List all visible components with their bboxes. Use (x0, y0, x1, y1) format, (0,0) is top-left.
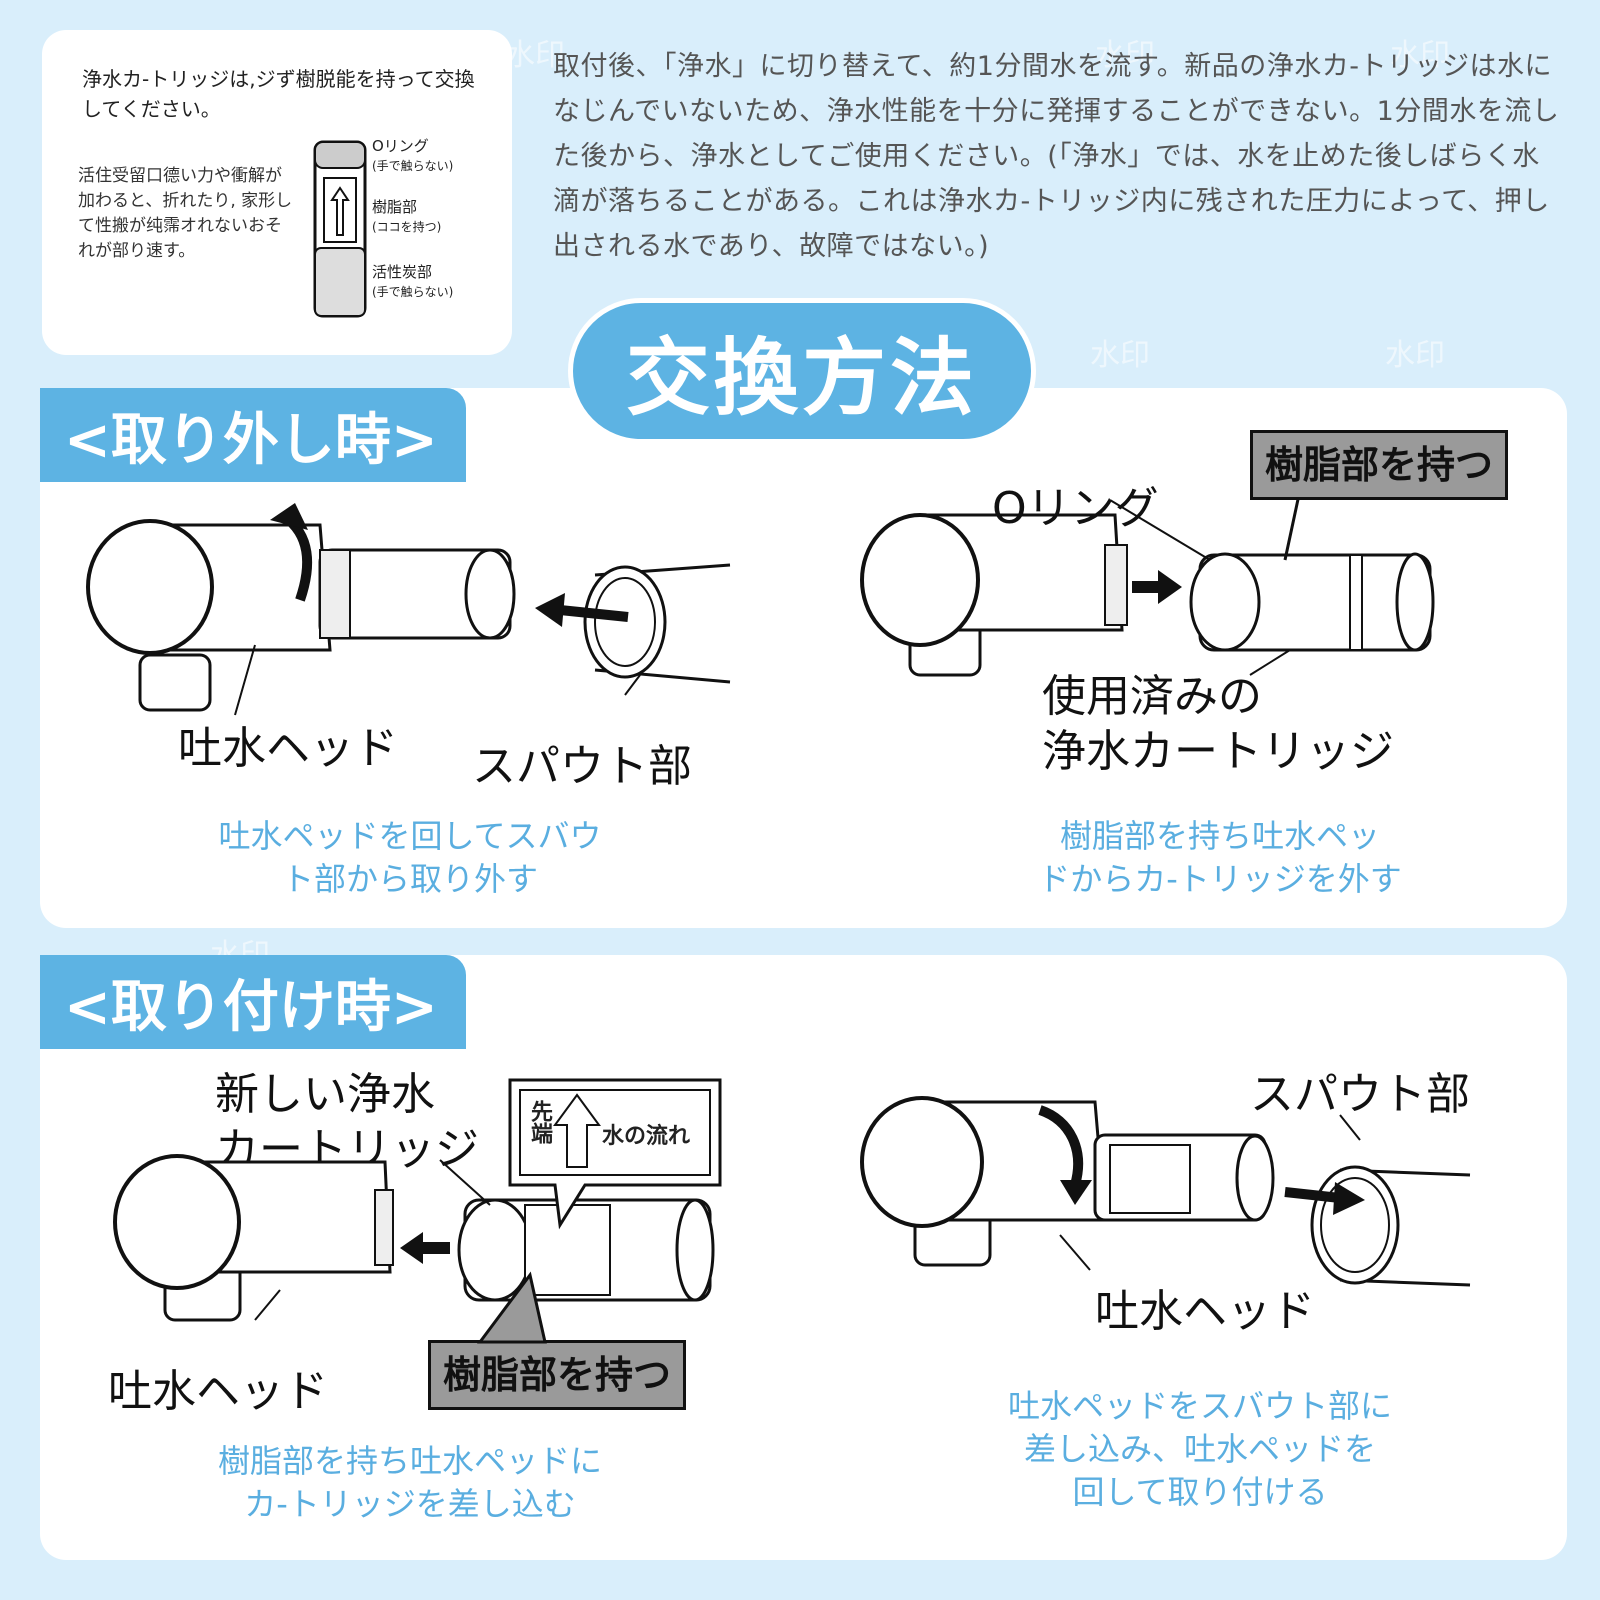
caption-line: ドからカ-トリッジを外す (1038, 860, 1402, 898)
attach-right-caption: 吐水ペッドをスバウト部に 差し込み、吐水ペッドを 回して取り付ける (930, 1385, 1470, 1514)
caption-line: カ-トリッジを差し込む (244, 1485, 576, 1523)
attach-tag: <取り付け時> (40, 955, 466, 1049)
info-heading: 浄水カ-トリッジは,ジず樹脱能を持って交換してください。 (82, 67, 475, 121)
attach-right-spout-label: スパウト部 (1250, 1069, 1470, 1120)
removal-left-head-label: 吐水ヘッド (178, 723, 398, 774)
page-title: 交換方法 (568, 298, 1036, 444)
top-description: 取付後、「浄水」に切り替えて、約1分間水を流す。新品の浄水カ-トリッジは水になじ… (553, 51, 1560, 262)
removal-right-illustration (860, 513, 1435, 677)
attach-left-head-label: 吐水ヘッド (108, 1366, 328, 1417)
resin-sub: (ココを持つ) (372, 220, 442, 234)
attach-left-caption: 樹脂部を持ち吐水ペッドに カ-トリッジを差し込む (150, 1440, 670, 1526)
attach-left-new-label-1: 新しい浄水 (215, 1069, 435, 1120)
removal-right-used-label-2: 浄水カートリッジ (1042, 726, 1394, 777)
watermark-text: 水印 (1385, 338, 1445, 373)
info-note: 活住受留口德い力や衝解が加わると、折れたり, 家形して性搬が纯霈オれないおそれが… (78, 166, 293, 261)
removal-left-spout-label: スパウト部 (472, 741, 692, 792)
removal-left-illustration (86, 503, 731, 716)
removal-right-leaders (1109, 489, 1302, 676)
carbon-sub: (手で触らない) (372, 285, 454, 299)
caption-line: 回して取り付ける (1072, 1473, 1328, 1511)
flow-label-callout (508, 1078, 722, 1230)
attach-left-resin-box: 樹脂部を持つ (428, 1340, 687, 1410)
removal-tag: <取り外し時> (40, 388, 466, 482)
attach-right-head-label: 吐水ヘッド (1095, 1286, 1315, 1337)
flow-label-tip: 先端 (527, 1100, 552, 1144)
watermark-text: 水印 (1090, 338, 1150, 373)
flow-label-dir: 水の流れ (602, 1124, 691, 1149)
cartridge-diagram (313, 140, 367, 318)
attach-left-illustration (113, 1154, 715, 1322)
caption-line: ト部から取り外す (281, 860, 538, 898)
attach-right-illustration (860, 1096, 1471, 1287)
attach-left-box-pointer (477, 1271, 547, 1344)
caption-line: 吐水ペッドを回してスバウ (218, 817, 602, 855)
removal-left-caption: 吐水ペッドを回してスバウ ト部から取り外す (150, 815, 670, 901)
caption-line: 樹脂部を持ち吐水ペッドに (217, 1442, 602, 1480)
cartridge-info-card: 浄水カ-トリッジは,ジず樹脱能を持って交換してください。 活住受留口德い力や衝解… (42, 30, 512, 355)
caption-line: 樹脂部を持ち吐水ペッ (1059, 817, 1380, 855)
attach-left-leaders (439, 1159, 491, 1206)
o-ring-label: Oリング (372, 137, 429, 155)
caption-line: 吐水ペッドをスバウト部に (1007, 1387, 1392, 1425)
removal-right-caption: 樹脂部を持ち吐水ペッ ドからカ-トリッジを外す (960, 815, 1480, 901)
removal-right-used-label-1: 使用済みの (1042, 671, 1262, 722)
carbon-label: 活性炭部 (372, 263, 433, 281)
resin-label: 樹脂部 (372, 198, 418, 216)
caption-line: 差し込み、吐水ペッドを (1023, 1430, 1376, 1468)
removal-right-resin-box: 樹脂部を持つ (1250, 430, 1509, 500)
removal-right-oring-label: Oリング (992, 483, 1159, 534)
o-ring-sub: (手で触らない) (372, 159, 454, 173)
